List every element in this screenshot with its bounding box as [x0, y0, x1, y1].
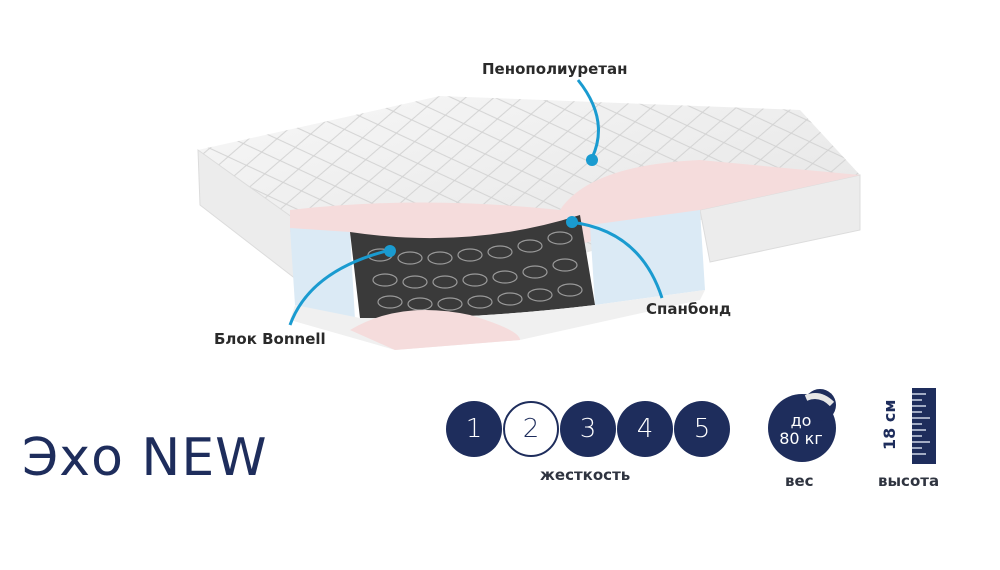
weight-caption: вес — [785, 472, 814, 490]
weight-prefix: до — [790, 411, 812, 430]
stiffness-scale: 1 2 3 4 5 — [446, 401, 730, 457]
ruler-icon — [912, 388, 936, 464]
layer-label-spring-block: Блок Bonnell — [214, 330, 326, 348]
layer-label-foam: Пенополиуретан — [482, 60, 628, 78]
height-value: 18 см — [880, 399, 899, 450]
stiffness-level-1: 1 — [446, 401, 502, 457]
product-title: Эхо NEW — [22, 428, 268, 488]
layer-label-spunbond: Спанбонд — [646, 300, 732, 318]
stiffness-level-3: 3 — [560, 401, 616, 457]
weight-icon: до 80 кг — [768, 412, 834, 448]
weight-value: 80 кг — [779, 429, 823, 448]
stiffness-level-2-selected: 2 — [503, 401, 559, 457]
stiffness-caption: жесткость — [540, 466, 631, 484]
height-caption: высота — [878, 472, 940, 490]
stiffness-level-4: 4 — [617, 401, 673, 457]
stiffness-level-5: 5 — [674, 401, 730, 457]
